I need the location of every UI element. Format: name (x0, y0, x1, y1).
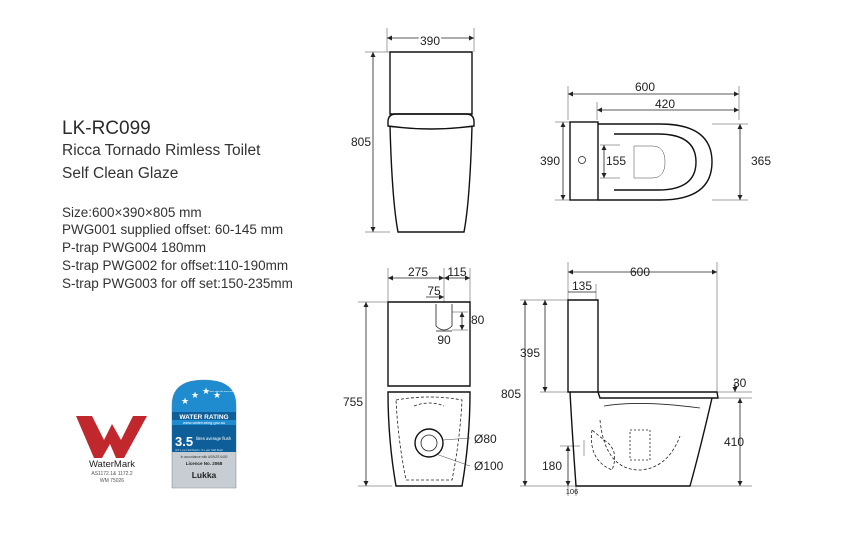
dim-top-seat: 365 (751, 154, 771, 168)
top-view: 600 420 390 155 365 (540, 80, 771, 201)
glaze-label: Self Clean Glaze (62, 165, 179, 182)
star-icon: ★ (213, 390, 221, 400)
spec-ptrap: P-trap PWG004 180mm (62, 240, 207, 255)
watermark-logo: WaterMark AS1172.1& 1172.2 WM 75026 (76, 416, 147, 484)
dim-rear-80: 80 (471, 313, 485, 327)
wels-stars: ★ ★ ★ ★ (181, 386, 221, 406)
dim-profile-135: 135 (572, 279, 592, 293)
side-profile-view: 600 135 395 805 180 30 410 (501, 262, 752, 496)
dim-top-inlet: 155 (606, 154, 626, 168)
watermark-licence: WM 75026 (100, 478, 124, 484)
dim-rear-75: 75 (427, 284, 441, 298)
spec-size: Size:600×390×805 mm (62, 205, 202, 220)
dim-profile-395: 395 (520, 346, 540, 360)
spec-pwg001: PWG001 supplied offset: 60-145 mm (62, 222, 284, 237)
wels-rating-unit: litres average flush (196, 436, 232, 441)
wels-url: www.waterrating.gov.au (183, 420, 225, 425)
dim-front-width: 390 (420, 34, 440, 48)
dim-rear-115: 115 (447, 265, 466, 279)
dim-profile-30: 30 (733, 376, 747, 390)
wels-licence: Licence No. 2068 (186, 461, 223, 466)
wels-brand: Lukka (192, 470, 217, 480)
dim-profile-length: 600 (630, 265, 650, 279)
product-name: Ricca Tornado Rimless Toilet (62, 142, 261, 159)
dim-top-bowl: 420 (655, 97, 675, 111)
dim-top-width: 390 (540, 154, 560, 168)
dim-rear-90: 90 (437, 333, 451, 347)
star-icon: ★ (191, 390, 199, 400)
wels-rating: 3.5 (175, 434, 193, 449)
wels-water-rating-label: ★ ★ ★ ★ The more stars the more water ef… (171, 379, 243, 489)
wels-standard-note: In accordance with AS/NZS 6400 (181, 455, 228, 459)
watermark-w-mark (76, 416, 147, 458)
rear-view: 275 115 75 80 90 755 Ø80 Ø100 (343, 265, 504, 487)
watermark-brand: WaterMark (89, 459, 135, 470)
wels-header: WATER RATING (179, 414, 228, 421)
dim-top-length: 600 (635, 80, 655, 94)
front-view: 390 805 (351, 28, 475, 233)
star-icon: ★ (202, 386, 210, 396)
star-icon: ★ (181, 396, 189, 406)
dim-profile-410: 410 (724, 435, 744, 449)
dim-rear-275: 275 (408, 265, 428, 279)
dim-profile-180: 180 (542, 459, 562, 473)
dim-profile-106: 106 (566, 487, 579, 496)
dim-rear-height: 755 (343, 395, 363, 409)
model-number: LK-RC099 (62, 118, 151, 139)
spec-strap-pwg002: S-trap PWG002 for offset:110-190mm (62, 258, 289, 273)
dim-front-height: 805 (351, 135, 371, 149)
dim-profile-805: 805 (501, 387, 521, 401)
dim-outlet-d80: Ø80 (474, 432, 497, 446)
watermark-standard: AS1172.1& 1172.2 (91, 471, 132, 477)
spec-strap-pwg003: S-trap PWG003 for off set:150-235mm (62, 276, 293, 291)
wels-stars-caption: The more stars the more water efficient (205, 390, 243, 393)
wels-flush-detail: 4.5 L per full flush / 3 L per half flus… (175, 448, 223, 452)
dim-outlet-d100: Ø100 (474, 459, 504, 473)
